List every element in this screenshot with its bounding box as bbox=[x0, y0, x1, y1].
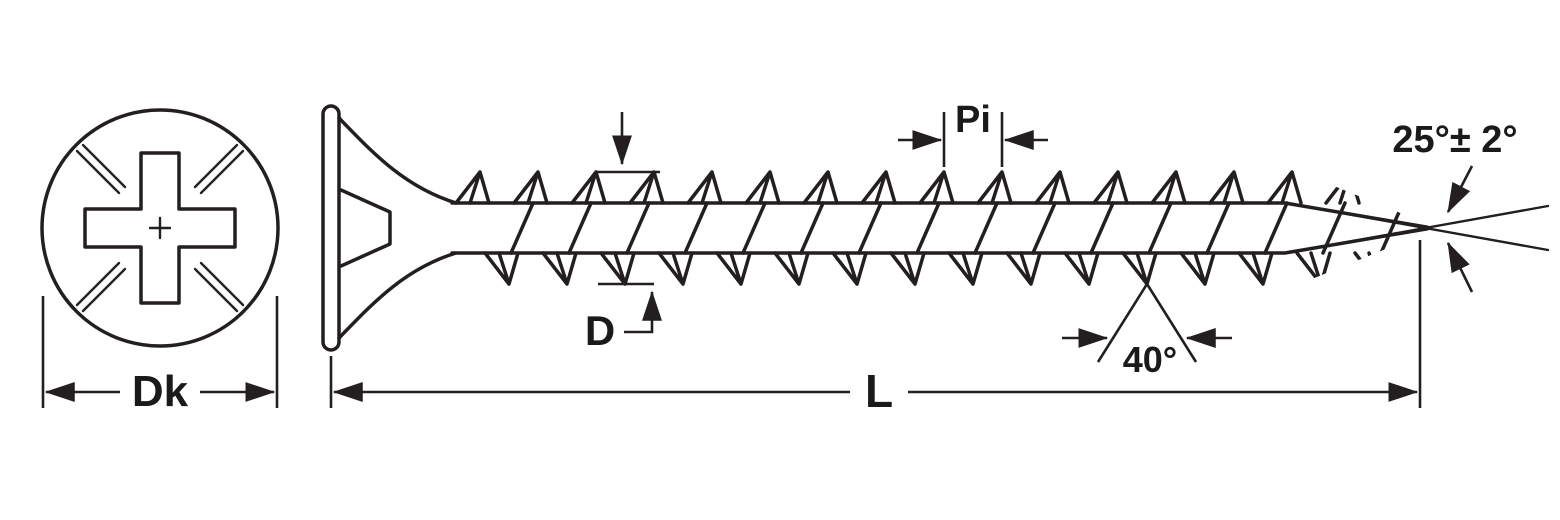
label-core-diameter: D bbox=[585, 307, 615, 354]
dim-overall-length: L bbox=[329, 240, 1422, 417]
front-view-head bbox=[40, 108, 280, 348]
pozidriv-diagonal-marks bbox=[75, 143, 245, 313]
dim-core-diameter: D bbox=[585, 112, 662, 354]
head-bugle-top bbox=[337, 116, 458, 205]
pozidriv-mark bbox=[193, 261, 245, 313]
side-view-screw bbox=[321, 104, 1432, 352]
recess-profile bbox=[339, 188, 392, 268]
label-pitch: Pi bbox=[955, 99, 991, 141]
shank-root-bottom bbox=[450, 227, 1428, 255]
label-point-angle: 25°± 2° bbox=[1392, 119, 1517, 161]
pozidriv-center-mark bbox=[148, 216, 172, 240]
pozidriv-cross-recess bbox=[83, 151, 237, 305]
label-overall-length: L bbox=[865, 365, 893, 417]
dim-flank-angle: 40° bbox=[1062, 283, 1232, 380]
label-head-diameter: Dk bbox=[132, 367, 189, 416]
dim-point-angle: 25°± 2° bbox=[1334, 119, 1550, 293]
dim-pitch: Pi bbox=[898, 99, 1048, 167]
label-flank-angle: 40° bbox=[1123, 339, 1177, 380]
dim-head-diameter: Dk bbox=[41, 296, 279, 416]
head-outline-circle bbox=[40, 108, 280, 348]
thread-tooth-paths bbox=[455, 170, 1419, 286]
head-bugle-bottom bbox=[337, 251, 458, 340]
pozidriv-mark bbox=[75, 143, 127, 195]
pozidriv-mark bbox=[75, 261, 127, 313]
pozidriv-mark bbox=[193, 143, 245, 195]
thread-teeth bbox=[455, 170, 1419, 286]
head-flange-edge bbox=[321, 104, 341, 352]
